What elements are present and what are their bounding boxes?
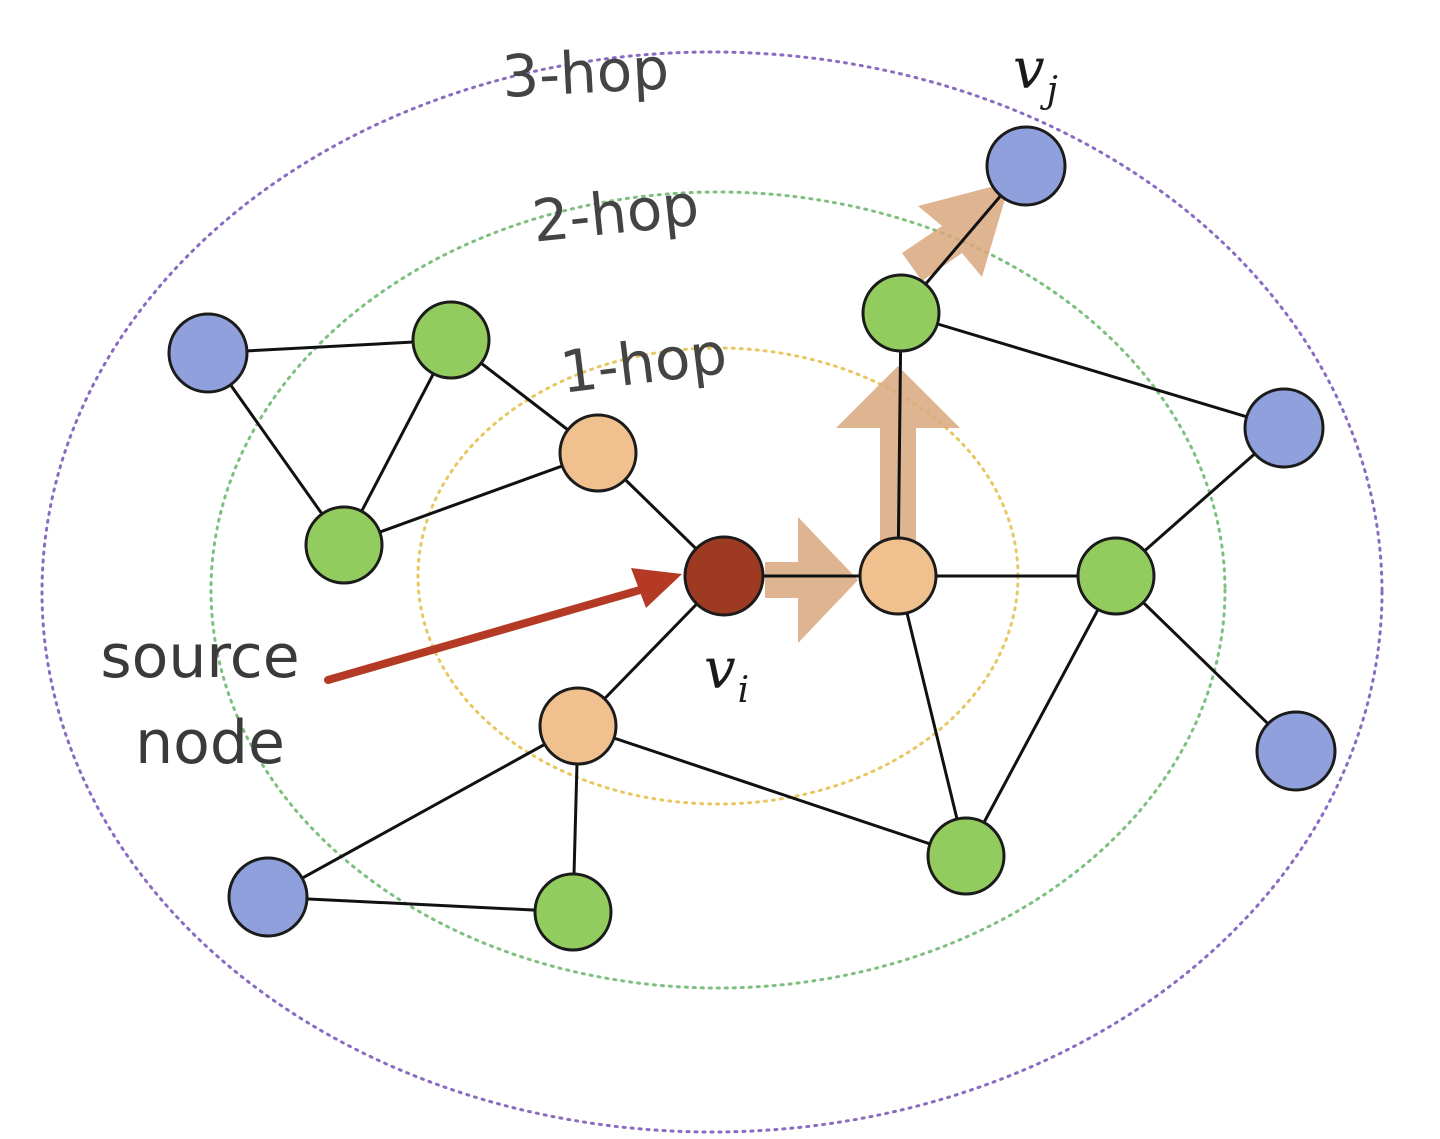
edge xyxy=(900,311,1285,430)
edge xyxy=(343,451,599,547)
hop-rings xyxy=(40,50,1384,1134)
ring-label-2hop: 2-hop xyxy=(529,171,702,256)
edge xyxy=(267,895,574,914)
edge xyxy=(207,338,452,355)
vi-label: vi xyxy=(704,637,749,711)
one-hop-node xyxy=(538,686,618,766)
nodes xyxy=(167,125,1337,952)
one-hop-node xyxy=(558,413,638,493)
two-hop-node xyxy=(304,505,384,585)
two-hop-node xyxy=(926,816,1006,896)
source-pointer xyxy=(324,568,682,684)
source-node-label-line2: node xyxy=(135,708,285,778)
two-hop-node xyxy=(861,273,941,353)
three-hop-node xyxy=(227,856,309,938)
edge xyxy=(896,575,968,857)
ring-2hop xyxy=(209,190,1227,990)
three-hop-node xyxy=(1243,387,1325,469)
source-pointer-head xyxy=(631,568,682,608)
edge xyxy=(577,724,967,858)
two-hop-node xyxy=(411,300,491,380)
edge xyxy=(1114,574,1298,753)
vj-label: vj xyxy=(1013,37,1058,111)
ring-label-1hop: 1-hop xyxy=(557,319,731,407)
source-node-vi xyxy=(683,535,765,617)
ring-3hop xyxy=(40,50,1384,1134)
target-node-vj xyxy=(985,125,1067,207)
three-hop-node xyxy=(167,312,249,394)
three-hop-node xyxy=(1255,710,1337,792)
edge xyxy=(896,312,903,577)
source-pointer-shaft xyxy=(324,586,644,684)
path-arrow-2hop-to-vj xyxy=(902,182,1010,281)
two-hop-node xyxy=(533,872,613,952)
ring-label-3hop: 3-hop xyxy=(500,34,670,111)
edge xyxy=(267,724,579,899)
source-node-label-line1: source xyxy=(100,622,299,692)
one-hop-node xyxy=(858,536,938,616)
edge xyxy=(964,575,1118,857)
two-hop-node xyxy=(1076,536,1156,616)
path-arrow-vi-to-1hop xyxy=(765,517,858,643)
